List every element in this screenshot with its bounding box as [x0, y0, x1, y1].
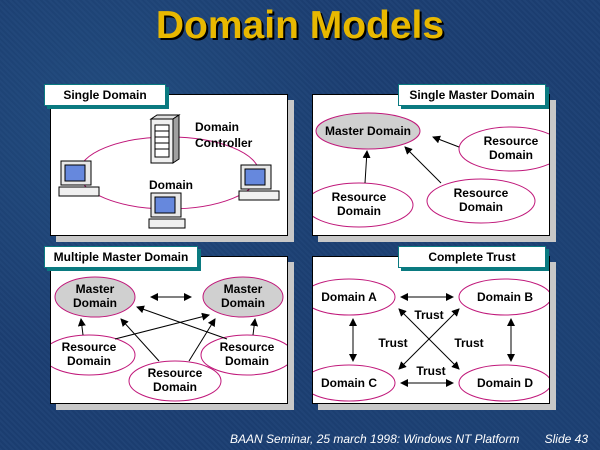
domain-c-label: Domain C — [321, 376, 377, 390]
resource-label: Resource — [484, 134, 539, 148]
trust-arrow — [362, 150, 371, 184]
master-label: Master — [76, 282, 115, 296]
trust-arrow — [432, 135, 460, 148]
resource-label: Resource — [148, 366, 203, 380]
trust-arrow — [114, 312, 210, 340]
master-label: Master — [224, 282, 263, 296]
multiple-master-diagram: Master Domain Master Domain Resource Dom… — [42, 276, 294, 402]
master-domain-label: Master Domain — [325, 124, 411, 138]
single-master-diagram: Master Domain Resource Domain Resource D… — [304, 112, 564, 228]
resource-label: Resource — [220, 340, 275, 354]
controller-label-2: Controller — [195, 136, 253, 150]
computer-icon — [148, 192, 186, 229]
trust-arrow — [250, 318, 259, 336]
single-domain-tag: Single Domain — [44, 84, 166, 106]
computer-icon — [238, 164, 280, 201]
single-master-tag: Single Master Domain — [398, 84, 546, 106]
server-icon — [149, 114, 181, 164]
domain-d-label: Domain D — [477, 376, 533, 390]
trust-label: Trust — [416, 364, 445, 378]
domain-b-label: Domain B — [477, 290, 533, 304]
complete-trust-panel: Domain A Domain B Domain C Domain D Trus… — [302, 256, 552, 404]
trust-label: Trust — [378, 336, 407, 350]
resource-label: Domain — [459, 200, 503, 214]
trust-arrow — [188, 318, 216, 362]
trust-label: Trust — [414, 308, 443, 322]
resource-label: Resource — [62, 340, 117, 354]
resource-label: Domain — [67, 354, 111, 368]
complete-trust-tag: Complete Trust — [398, 246, 546, 268]
resource-label: Domain — [489, 148, 533, 162]
master-domain-node — [202, 276, 284, 318]
master-label: Domain — [73, 296, 117, 310]
resource-domain-node — [426, 178, 536, 224]
trust-arrow — [398, 308, 460, 370]
trust-arrow — [77, 318, 86, 336]
single-domain-diagram: Domain Controller Domain — [58, 114, 280, 229]
single-domain-panel: Domain Controller Domain — [50, 94, 288, 236]
resource-label: Domain — [153, 380, 197, 394]
controller-label-1: Domain — [195, 120, 239, 134]
trust-arrow — [120, 318, 160, 362]
single-master-panel: Master Domain Resource Domain Resource D… — [304, 94, 564, 236]
footer-text: BAAN Seminar, 25 march 1998: Windows NT … — [230, 432, 520, 446]
multiple-master-tag: Multiple Master Domain — [44, 246, 198, 268]
trust-label: Trust — [454, 336, 483, 350]
resource-label: Domain — [337, 204, 381, 218]
trust-arrow — [136, 305, 228, 340]
domain-label: Domain — [149, 178, 193, 192]
master-domain-node — [315, 112, 421, 150]
slide-number: Slide 43 — [544, 432, 588, 446]
computer-icon — [58, 160, 100, 197]
slide-title: Domain Models — [155, 4, 445, 47]
domain-a-label: Domain A — [321, 290, 377, 304]
resource-domain-node — [128, 360, 222, 402]
complete-trust-diagram: Domain A Domain B Domain C Domain D Trus… — [302, 278, 552, 402]
master-label: Domain — [221, 296, 265, 310]
trust-arrow — [404, 146, 442, 184]
resource-label: Resource — [454, 186, 509, 200]
resource-label: Resource — [332, 190, 387, 204]
multiple-master-panel: Master Domain Master Domain Resource Dom… — [42, 256, 294, 404]
resource-label: Domain — [225, 354, 269, 368]
master-domain-node — [54, 276, 136, 318]
